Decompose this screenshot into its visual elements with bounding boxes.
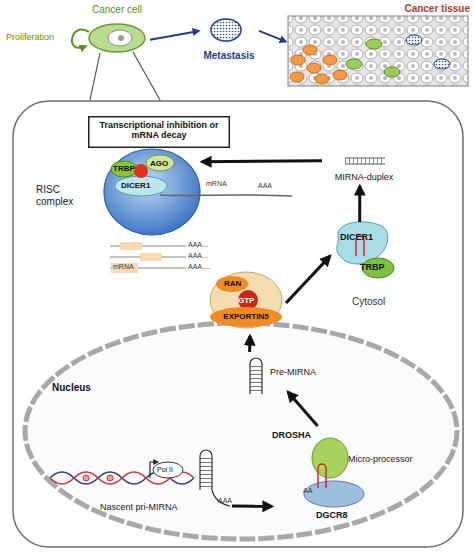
polya-tail: AAA... [188,252,208,260]
polya-tail: AAA.... [188,263,210,271]
cell-panel: Transcriptional inhibition or mRNA decay… [12,100,464,548]
protein-label: EXPORTIN5 [210,312,282,321]
protein-label: RAN [224,279,254,288]
polya-tail: AAA [218,497,232,505]
region-label: Cytosol [352,296,412,308]
cell-body [89,24,145,52]
molecule-label: mRNA [206,180,227,188]
heading: Cancer tissue [370,3,470,15]
nucleus: Pre-MIRNA DROSHA Micro-processorDGCR8 Nasce… [22,320,460,542]
flow-arrow [232,505,272,508]
flow-arrow [202,161,322,162]
heading: Micro-processor [348,454,424,464]
flow-arrow [259,31,286,42]
polya-tail: AAA [258,182,272,190]
heading: RISC complex [36,184,98,207]
tissue-panel: Cancer tissue [286,2,470,90]
protein-label: TRBP [113,164,143,173]
node-outline [22,320,460,542]
effect-box: Transcriptional inhibition or mRNA decay [88,116,230,148]
metastatic-cell [211,19,241,41]
molecule-label: Pre-MIRNA [270,367,336,377]
flow-arrow [150,31,199,40]
region-label: Nucleus [52,382,112,394]
cell-nucleus [108,30,132,46]
metastasis-cell: Metastasis [199,12,259,66]
flow-arrow [358,186,361,222]
heading: Cancer cell [84,4,150,16]
tissue-image [288,16,468,86]
protein-label: DICER1 [340,232,390,242]
protein-label: DROSHA [272,430,322,440]
protein-label: DGCR8 [316,510,366,520]
molecule-label: Nascent pri-MIRNA [100,502,210,512]
protein-label: GTP [238,296,262,305]
green-cells [346,39,400,77]
risc-complex: RISC complex TRBP AGO DICER1 [36,148,202,240]
node-outline [36,148,202,240]
molecule-label: MIRNA-duplex [322,172,406,182]
polya-tail: AA [303,487,312,495]
box-text: Transcriptional inhibition or mRNA decay [90,120,228,141]
heading: Metastasis [199,50,259,62]
tumor-cells [290,45,347,84]
flow-arrow [286,256,330,303]
cancer-cell: Cancer cell [84,2,150,56]
dotted-cells [406,35,450,69]
protein-label: DICER1 [121,181,161,190]
zoom-line [90,52,160,100]
flow-arrow [248,336,251,352]
polya-tail: AAA... [188,241,208,249]
flow-arrow [288,392,318,426]
protein-label: AGO [150,159,176,168]
molecule-label: mRNA [113,263,134,271]
protein-label: TRBP [360,262,396,272]
process-label: Proliferation [6,32,54,42]
proliferation-loop [72,30,89,48]
cell-nucleolus [118,35,124,41]
enzyme-label: Pol II [157,466,173,474]
